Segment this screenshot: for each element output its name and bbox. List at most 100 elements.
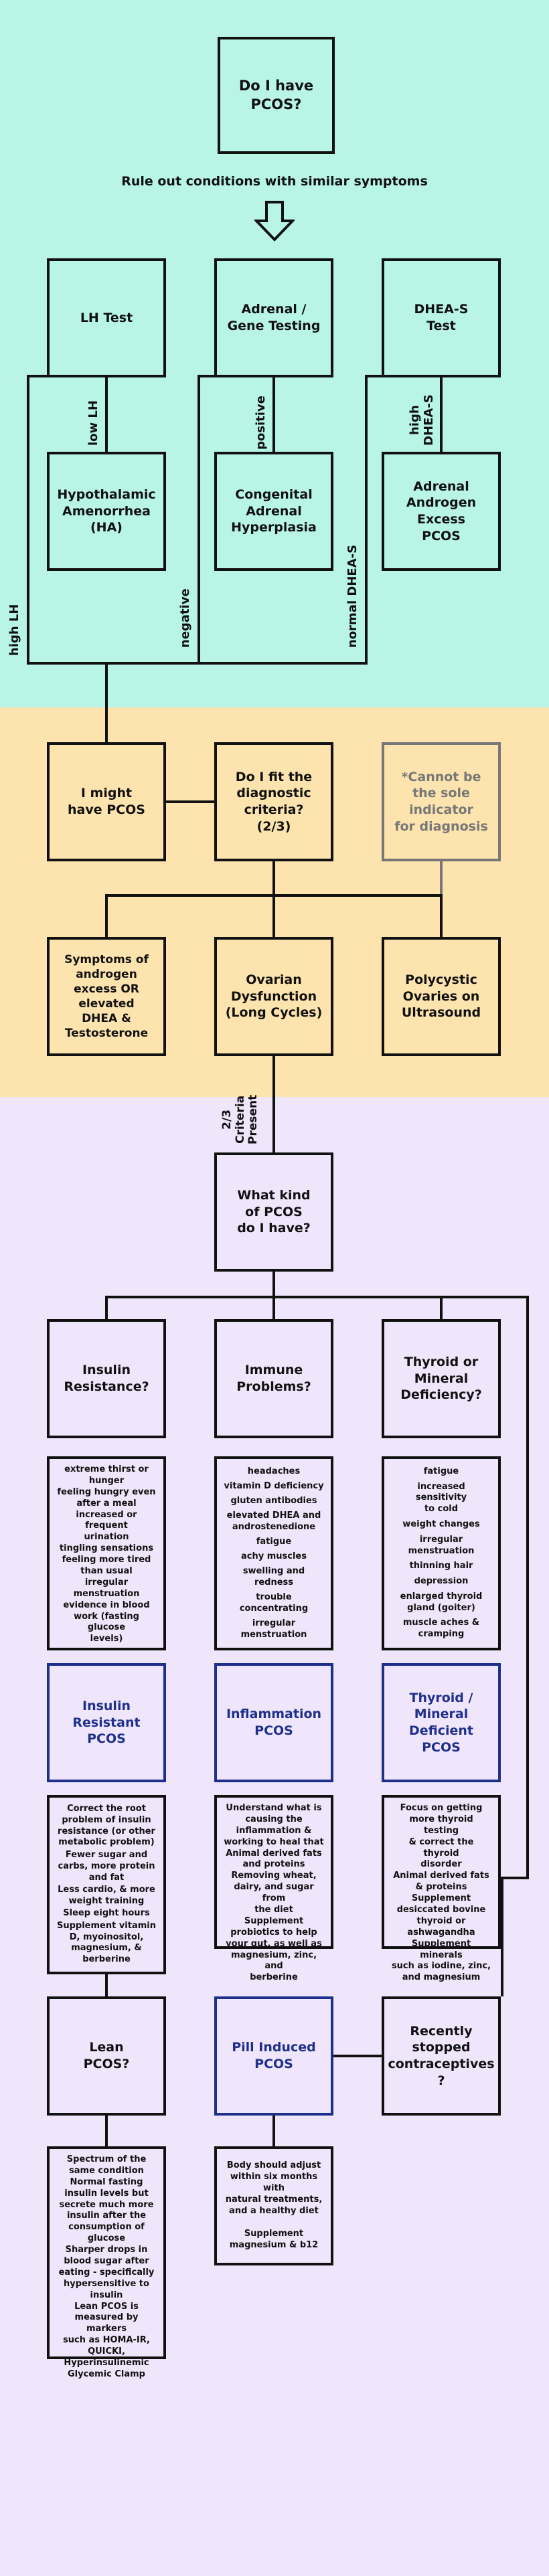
list-item: fatigue <box>256 1536 292 1547</box>
connector-criteria-present <box>272 1056 275 1152</box>
thyroid-treatments-list: Focus on getting more thyroid testing & … <box>382 1795 501 1982</box>
list-item: feeling hungry even after a meal <box>57 1486 156 1509</box>
what-kind-node: What kind of PCOS do I have? <box>214 1152 333 1272</box>
connector <box>272 861 275 937</box>
list-item: Sharper drops in blood sugar after eatin… <box>58 2245 155 2300</box>
list-item: Lean PCOS is measured by markers such as… <box>63 2301 150 2379</box>
list-item: tingling sensations <box>59 1543 154 1554</box>
connector-contraceptives <box>501 1877 529 1879</box>
thyroid-symptoms-list: fatigue increased sensitivity to cold we… <box>382 1456 501 1650</box>
stopped-contraceptives-question: Recently stopped contraceptives ? <box>382 1996 501 2116</box>
list-item: Removing wheat, dairy, and sugar from th… <box>231 1871 317 1915</box>
insulin-symptoms-list: extreme thirst or hunger feeling hungry … <box>47 1456 166 1650</box>
dhea-s-test-node: DHEA-S Test <box>382 258 501 377</box>
list-item: evidence in blood work (fasting glucose … <box>63 1600 150 1644</box>
list-item: Supplement desiccated bovine thyroid or … <box>396 1893 486 1938</box>
list-item: increased or frequent urination <box>76 1509 137 1543</box>
thyroid-mineral-question: Thyroid or Mineral Deficiency? <box>382 1319 501 1438</box>
section-rule-out-background <box>0 0 549 707</box>
list-item: Normal fasting insulin levels but secret… <box>59 2176 154 2244</box>
adrenal-androgen-excess-node: Adrenal Androgen Excess PCOS <box>382 452 501 571</box>
list-item: Sleep eight hours <box>63 1908 150 1919</box>
sole-indicator-note: *Cannot be the sole indicator for diagno… <box>382 742 501 861</box>
lean-pcos-question: Lean PCOS? <box>47 1996 166 2116</box>
list-item: irregular menstruation <box>73 1577 140 1599</box>
list-item: depression <box>414 1576 469 1586</box>
connector <box>105 1974 108 1996</box>
edge-label-low-lh: low LH <box>86 400 100 446</box>
connector <box>105 2116 108 2146</box>
connector-negative <box>198 375 216 377</box>
list-item: achy muscles <box>241 1551 307 1561</box>
list-item: swelling and redness <box>242 1565 305 1587</box>
list-item: trouble concentrating <box>239 1592 309 1614</box>
connector <box>105 894 108 937</box>
connector <box>440 377 443 452</box>
list-item: Supplement magnesium & b12 <box>229 2229 319 2251</box>
list-item: increased sensitivity to cold <box>415 1481 467 1515</box>
list-item: irregular menstruation <box>240 1618 307 1640</box>
list-item: elevated DHEA and androstenedione <box>226 1510 321 1532</box>
connector <box>105 377 108 452</box>
list-item: weight changes <box>402 1519 480 1530</box>
connector <box>105 1296 108 1319</box>
list-item: fatigue <box>423 1466 459 1476</box>
down-arrow-icon <box>254 201 295 242</box>
list-item: feeling more tired than usual <box>62 1555 151 1577</box>
note-connector <box>440 861 443 894</box>
connector <box>333 2055 382 2057</box>
insulin-treatments-list: Correct the root problem of insulin resi… <box>47 1795 166 1974</box>
hypothalamic-amenorrhea-node: Hypothalamic Amenorrhea (HA) <box>47 452 166 571</box>
immune-symptoms-list: headaches vitamin D deficiency gluten an… <box>214 1456 333 1650</box>
connector <box>272 2116 275 2146</box>
polycystic-ovaries-criterion: Polycystic Ovaries on Ultrasound <box>382 937 501 1056</box>
list-item: Supplement probiotics to help your gut, … <box>226 1915 322 1983</box>
edge-label-negative: negative <box>178 588 192 648</box>
adrenal-gene-testing-node: Adrenal / Gene Testing <box>214 258 333 377</box>
start-node: Do I have PCOS? <box>218 37 335 154</box>
androgen-excess-criterion: Symptoms of androgen excess OR elevated … <box>47 937 166 1056</box>
edge-label-high-lh: high LH <box>7 604 21 656</box>
connector <box>440 894 443 937</box>
inflammation-treatments-list: Understand what is causing the inflammat… <box>214 1795 333 1982</box>
list-item: Spectrum of the same condition <box>66 2154 147 2176</box>
inflammation-pcos-type: Inflammation PCOS <box>214 1663 333 1782</box>
connector <box>501 1877 503 1996</box>
connector-merge <box>27 662 368 665</box>
list-item: Animal derived fats & proteins <box>393 1871 489 1893</box>
connector-normal-dheas <box>365 375 383 377</box>
ovarian-dysfunction-criterion: Ovarian Dysfunction (Long Cycles) <box>214 937 333 1056</box>
list-item: muscle aches & cramping <box>402 1618 480 1640</box>
thyroid-mineral-pcos-type: Thyroid / Mineral Deficient PCOS <box>382 1663 501 1782</box>
list-item: Supplement vitamin D, myoinositol, magne… <box>56 1920 157 1965</box>
list-item: Animal derived fats and proteins <box>226 1848 322 1870</box>
pill-induced-pcos-type: Pill Induced PCOS <box>214 1996 333 2116</box>
immune-problems-question: Immune Problems? <box>214 1319 333 1438</box>
insulin-resistance-question: Insulin Resistance? <box>47 1319 166 1438</box>
lh-test-node: LH Test <box>47 258 166 377</box>
list-item: Body should adjust within six months wit… <box>225 2160 323 2216</box>
list-item: Correct the root problem of insulin resi… <box>58 1803 155 1848</box>
list-item: headaches <box>247 1466 301 1476</box>
list-item: Focus on getting more thyroid testing & … <box>400 1803 483 1870</box>
edge-label-normal-dheas: normal DHEA-S <box>345 544 360 648</box>
connector-high-lh <box>27 375 29 665</box>
might-have-pcos-node: I might have PCOS <box>47 742 166 861</box>
rule-out-text: Rule out conditions with similar symptom… <box>121 174 428 189</box>
list-item: gluten antibodies <box>230 1495 317 1506</box>
diagnostic-criteria-node: Do I fit the diagnostic criteria? (2/3) <box>214 742 333 861</box>
pill-induced-notes: Body should adjust within six months wit… <box>214 2146 333 2265</box>
list-item: extreme thirst or hunger <box>64 1464 149 1486</box>
connector <box>105 894 443 897</box>
connector-negative <box>198 375 200 665</box>
edge-label-positive: positive <box>254 396 268 450</box>
list-item: Less cardio, & more weight training <box>58 1884 155 1906</box>
edge-label-high-dheas: high DHEA-S <box>408 394 436 446</box>
list-item: Understand what is causing the inflammat… <box>224 1803 324 1847</box>
list-item: enlarged thyroid gland (goiter) <box>400 1591 483 1613</box>
edge-label-criteria-present: 2/3 Criteria Present <box>220 1094 260 1144</box>
connector <box>105 1296 529 1298</box>
connector <box>272 1272 275 1298</box>
connector-contraceptives <box>526 1296 529 1879</box>
lean-pcos-notes: Spectrum of the same condition Normal fa… <box>47 2146 166 2379</box>
